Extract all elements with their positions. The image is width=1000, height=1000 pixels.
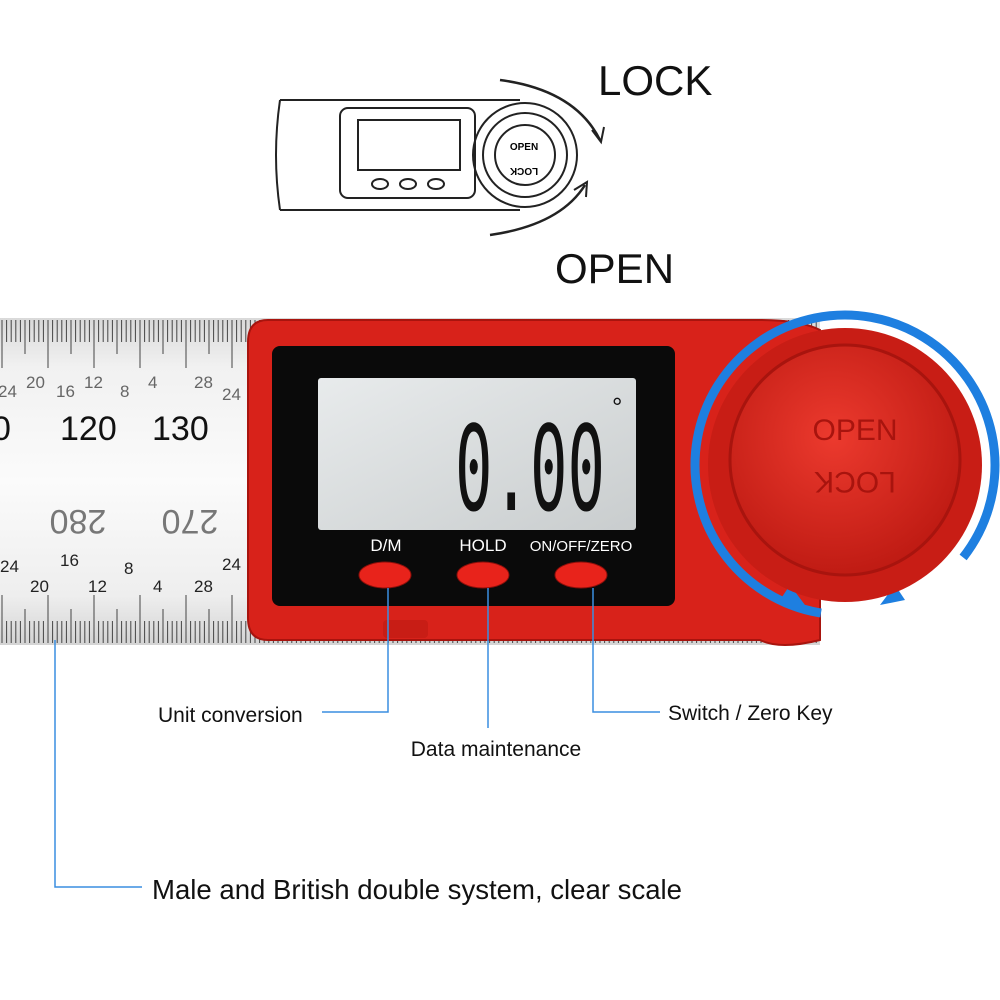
hold-button[interactable] xyxy=(456,561,510,589)
ruler-number: 0 xyxy=(0,410,11,448)
ruler-small-number: 4 xyxy=(148,373,157,392)
arrow-head-icon xyxy=(780,585,805,605)
ruler-number: 280 xyxy=(50,502,107,540)
on-off-zero-button[interactable] xyxy=(554,561,608,589)
callout-data-maintenance: Data maintenance xyxy=(411,738,581,761)
callout-scale: Male and British double system, clear sc… xyxy=(152,874,682,905)
ruler-small-number: 28 xyxy=(194,373,213,392)
ruler-top-small: 24 20 16 12 8 4 28 24 xyxy=(0,373,241,404)
ruler-number: 120 xyxy=(60,410,117,448)
lcd-screen xyxy=(318,378,636,530)
arrow-head-icon xyxy=(880,585,905,605)
ruler-number: 270 xyxy=(162,502,219,540)
ruler-small-number: 12 xyxy=(88,577,107,596)
body-tab xyxy=(383,620,428,638)
ruler-bottom-numbers: 280 270 xyxy=(50,502,219,540)
lock-open-diagram xyxy=(275,78,605,237)
ruler-small-number: 28 xyxy=(194,577,213,596)
ruler-small-number: 16 xyxy=(60,551,79,570)
diagram-dial-lock-text: LOCK xyxy=(509,165,538,176)
ruler-top-numbers: 0 120 130 xyxy=(0,410,209,448)
ruler-bottom-small: 24 20 16 12 8 4 28 24 xyxy=(0,551,241,596)
ruler-small-number: 12 xyxy=(84,373,103,392)
ruler-small-number: 24 xyxy=(222,385,241,404)
ruler-small-number: 8 xyxy=(120,382,129,401)
button-label-hold: HOLD xyxy=(459,536,506,555)
lock-label: LOCK xyxy=(598,57,712,104)
ruler-small-number: 8 xyxy=(124,559,133,578)
diagram-dial-open-text: OPEN xyxy=(510,142,538,153)
button-label-onoffzero: ON/OFF/ZERO xyxy=(530,538,633,555)
ruler-small-number: 24 xyxy=(0,382,17,401)
angle-reading: 0.00 xyxy=(455,400,605,538)
ruler-number: 130 xyxy=(152,410,209,448)
ruler-small-number: 24 xyxy=(0,557,19,576)
callout-lines xyxy=(54,588,660,888)
open-label: OPEN xyxy=(555,245,674,292)
ruler-small-number: 4 xyxy=(153,577,162,596)
ruler-small-number: 16 xyxy=(56,382,75,401)
callout-switch-zero: Switch / Zero Key xyxy=(668,702,833,725)
ruler-small-number: 24 xyxy=(222,555,241,574)
button-label-dm: D/M xyxy=(370,536,401,555)
dial-lock-text: LOCK xyxy=(814,465,896,498)
ruler-small-number: 20 xyxy=(30,577,49,596)
dm-button[interactable] xyxy=(358,561,412,589)
degree-symbol: ° xyxy=(612,392,622,422)
lock-dial-cap xyxy=(728,343,962,577)
rotation-arrow-ring xyxy=(690,310,1000,620)
callout-unit-conversion: Unit conversion xyxy=(158,704,303,727)
ruler-small-number: 20 xyxy=(26,373,45,392)
dial-open-text: OPEN xyxy=(812,414,897,447)
